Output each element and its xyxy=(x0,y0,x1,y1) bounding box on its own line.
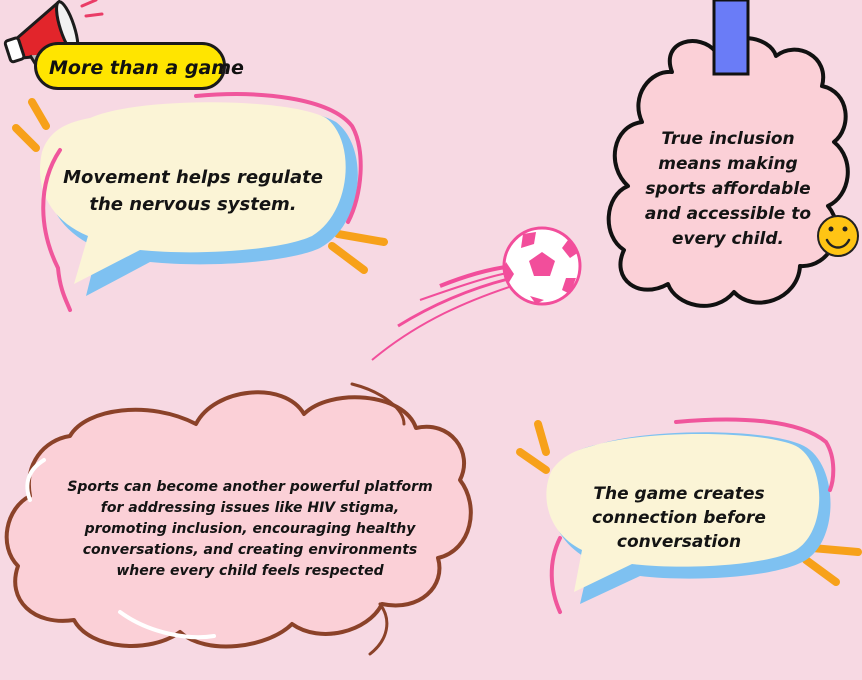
cloud-bubble-platform xyxy=(4,382,473,656)
title-badge: More than a game xyxy=(34,42,244,90)
tape-icon xyxy=(712,0,750,76)
soccer-ball-icon xyxy=(371,226,582,361)
sticky-cloud-note xyxy=(606,0,859,308)
smiley-face-icon xyxy=(817,215,859,257)
badge-label: More than a game xyxy=(49,57,244,79)
speech-bubble-movement xyxy=(12,92,388,312)
bubble-text-movement: Movement helps regulate the nervous syst… xyxy=(63,167,323,215)
cloud-text-platform: Sports can become another powerful platf… xyxy=(67,479,433,579)
note-text-inclusion: True inclusion means making sports affor… xyxy=(644,129,812,249)
bubble-text-connection: The game creates connection before conve… xyxy=(592,484,766,552)
